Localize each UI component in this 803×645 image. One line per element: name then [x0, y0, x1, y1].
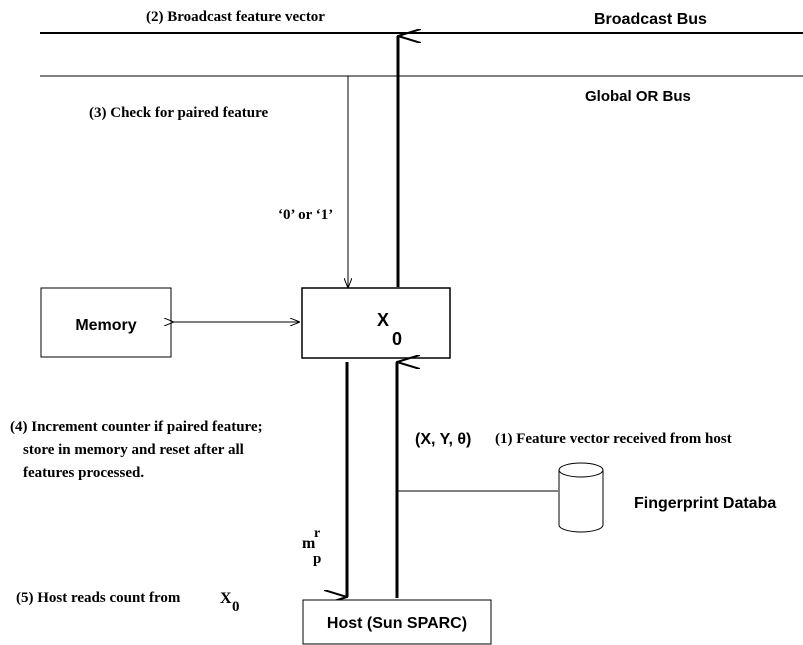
- memory-label: Memory: [75, 317, 136, 334]
- host-block: [302, 599, 492, 645]
- step4-label-line2: store in memory and reset after all: [23, 442, 244, 458]
- feature-vector-tuple-label: (X, Y, θ): [415, 431, 471, 448]
- zero-or-one-label: ‘0’ or ‘1’: [278, 207, 333, 223]
- step3-label: (3) Check for paired feature: [89, 105, 268, 121]
- step5-x0-base: X: [220, 590, 232, 607]
- step4-label-line3: features processed.: [23, 465, 144, 481]
- processor-x0-base: X: [377, 310, 389, 330]
- processor-x0-subscript: 0: [392, 329, 402, 349]
- memory-block: [40, 287, 172, 358]
- step5-x0-subscript: 0: [232, 599, 240, 615]
- database-cylinder-icon: [558, 462, 604, 533]
- m-p-r-base: m: [302, 535, 316, 552]
- m-p-r-superscript: r: [314, 526, 320, 541]
- step1-label: (1) Feature vector received from host: [495, 431, 732, 447]
- database-label: Fingerprint Databa: [634, 495, 776, 512]
- broadcast-bus-label: Broadcast Bus: [594, 11, 707, 28]
- step2-label: (2) Broadcast feature vector: [146, 9, 325, 25]
- step4-label-line1: (4) Increment counter if paired feature;: [10, 419, 263, 435]
- global-or-bus-label: Global OR Bus: [585, 88, 691, 105]
- host-label: Host (Sun SPARC): [327, 615, 467, 632]
- step5-label: (5) Host reads count from: [16, 590, 181, 606]
- m-p-r-subscript: p: [313, 551, 321, 567]
- processor-x0-block: [301, 287, 451, 359]
